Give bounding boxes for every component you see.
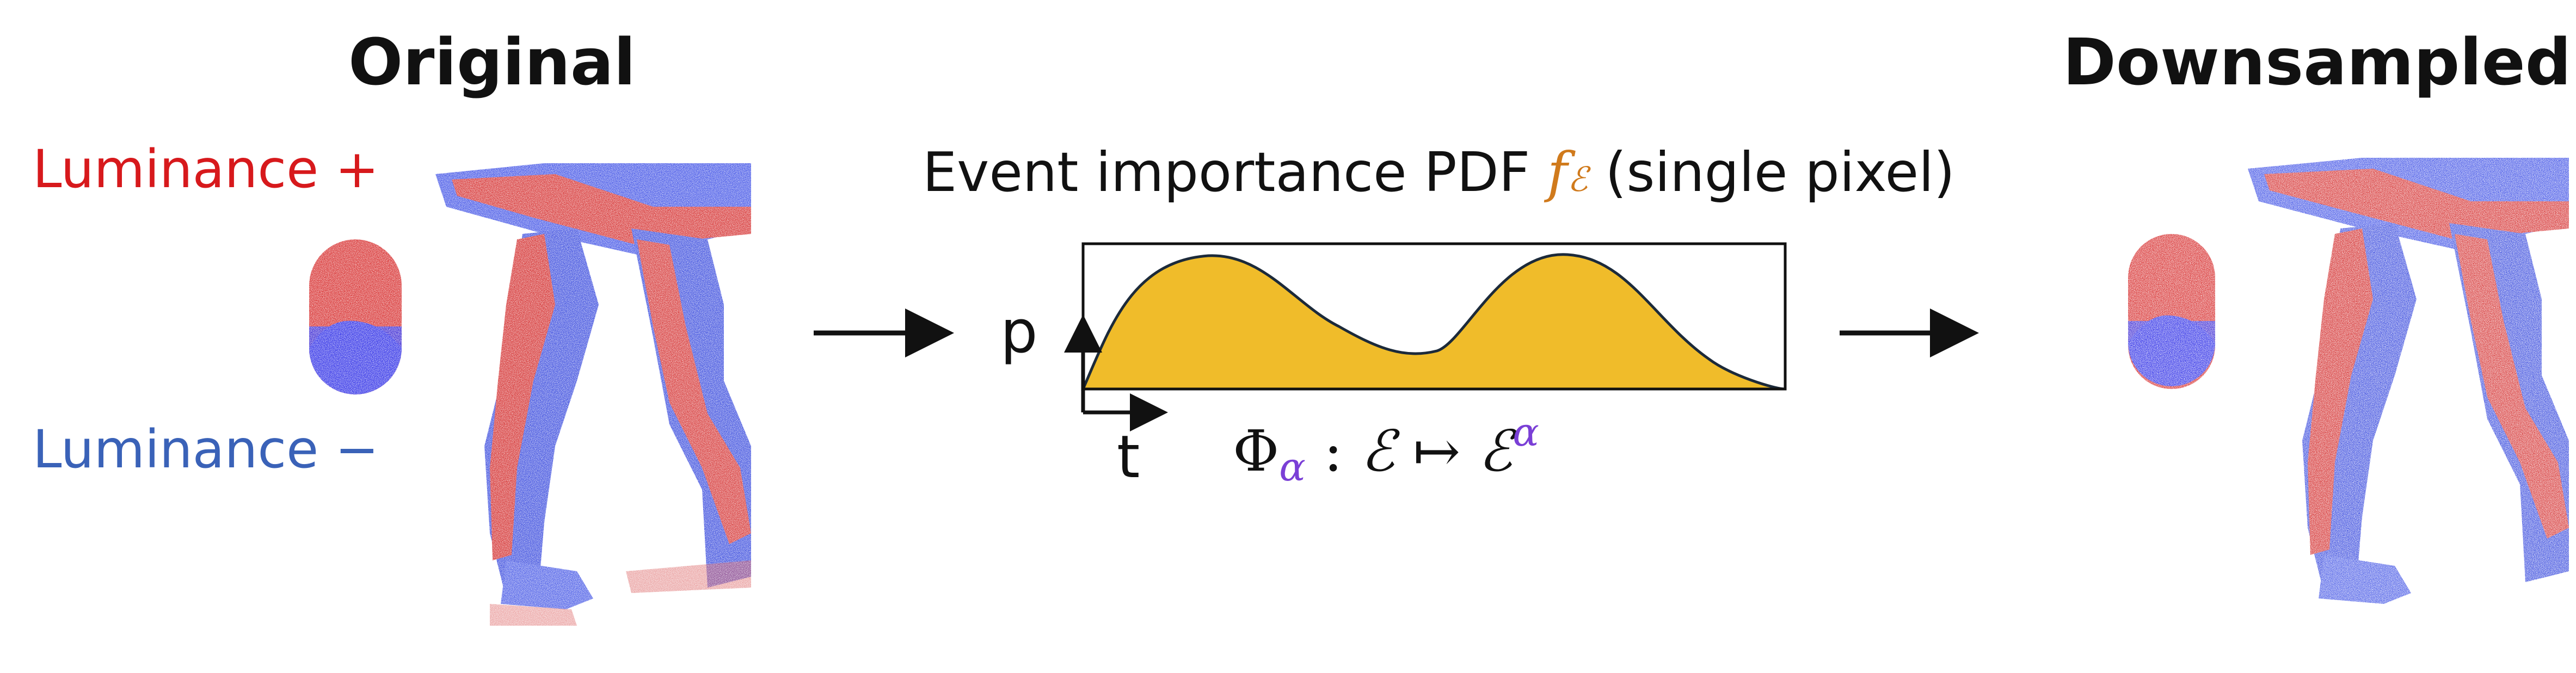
- downsampled-event-image: [2248, 158, 2569, 604]
- original-title: Original: [348, 24, 636, 100]
- original-event-image: [435, 163, 751, 626]
- luminance-negative-label: Luminance −: [33, 419, 379, 480]
- pdf-title-subscript: ℰ: [1567, 159, 1588, 199]
- pdf-plot: [1064, 242, 1787, 431]
- x-axis-label: t: [1117, 423, 1140, 491]
- formula-mapsto: ↦: [1413, 418, 1461, 484]
- original-ball-icon: [309, 239, 402, 394]
- y-axis-label: p: [1000, 298, 1038, 366]
- pdf-title-prefix: Event importance PDF: [923, 140, 1530, 204]
- formula-set-out-superscript: α: [1513, 409, 1539, 455]
- downsampled-ball-icon: [2128, 234, 2215, 389]
- luminance-positive-label: Luminance +: [33, 139, 379, 200]
- pdf-title: Event importance PDF fℰ (single pixel): [923, 140, 1955, 204]
- formula-phi: Φ: [1233, 418, 1280, 484]
- pdf-title-f: f: [1547, 140, 1568, 204]
- formula-set-out: ℰ: [1478, 418, 1513, 484]
- formula-phi-subscript: α: [1279, 444, 1306, 490]
- formula-colon: :: [1323, 418, 1343, 484]
- downsampled-title: Downsampled: [2063, 24, 2572, 100]
- formula-set: ℰ: [1361, 418, 1395, 484]
- pdf-title-suffix: (single pixel): [1605, 140, 1955, 204]
- downsampling-formula: Φα : ℰ ↦ ℰα: [1233, 409, 1539, 490]
- pdf-curve-area: [1081, 253, 1786, 391]
